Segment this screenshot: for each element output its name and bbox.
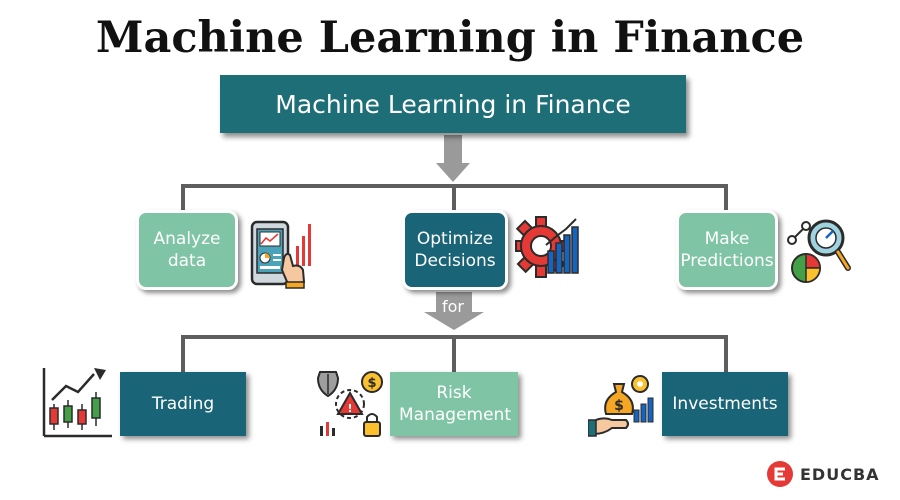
risk-shield-icon: $ ! bbox=[316, 371, 383, 437]
node-risk-management: Risk Management bbox=[390, 372, 518, 436]
node-investments: Investments bbox=[662, 372, 788, 436]
tablet-chart-icon bbox=[250, 220, 311, 289]
node-make-predictions: Make Predictions bbox=[676, 210, 778, 290]
for-arrow bbox=[424, 292, 484, 330]
svg-text:!: ! bbox=[347, 402, 352, 415]
money-bag-hand-icon: $ bbox=[588, 375, 654, 437]
top-box: Machine Learning in Finance bbox=[220, 75, 686, 133]
gear-chart-icon bbox=[515, 216, 579, 278]
node-trading: Trading bbox=[120, 372, 246, 436]
page-title: Machine Learning in Finance bbox=[95, 13, 805, 63]
down-arrow-top bbox=[436, 135, 470, 182]
educba-logo-icon bbox=[767, 461, 793, 487]
brand-name: EDUCBA bbox=[800, 464, 880, 484]
node-risk-management-label: Risk Management bbox=[399, 383, 511, 425]
analytics-magnifier-icon bbox=[787, 219, 851, 283]
brand-logo: EDUCBA bbox=[766, 456, 880, 492]
svg-text:$: $ bbox=[614, 398, 624, 414]
node-analyze-data: Analyze data bbox=[136, 210, 238, 290]
node-trading-label: Trading bbox=[151, 394, 215, 414]
node-optimize-decisions-label: Optimize Decisions bbox=[414, 229, 496, 271]
node-optimize-decisions: Optimize Decisions bbox=[402, 210, 508, 290]
node-analyze-data-label: Analyze data bbox=[153, 229, 221, 271]
svg-text:$: $ bbox=[367, 376, 376, 391]
node-investments-label: Investments bbox=[672, 394, 778, 414]
candlestick-chart-icon bbox=[42, 368, 112, 438]
connector-label: for bbox=[442, 297, 464, 316]
node-make-predictions-label: Make Predictions bbox=[680, 229, 774, 271]
